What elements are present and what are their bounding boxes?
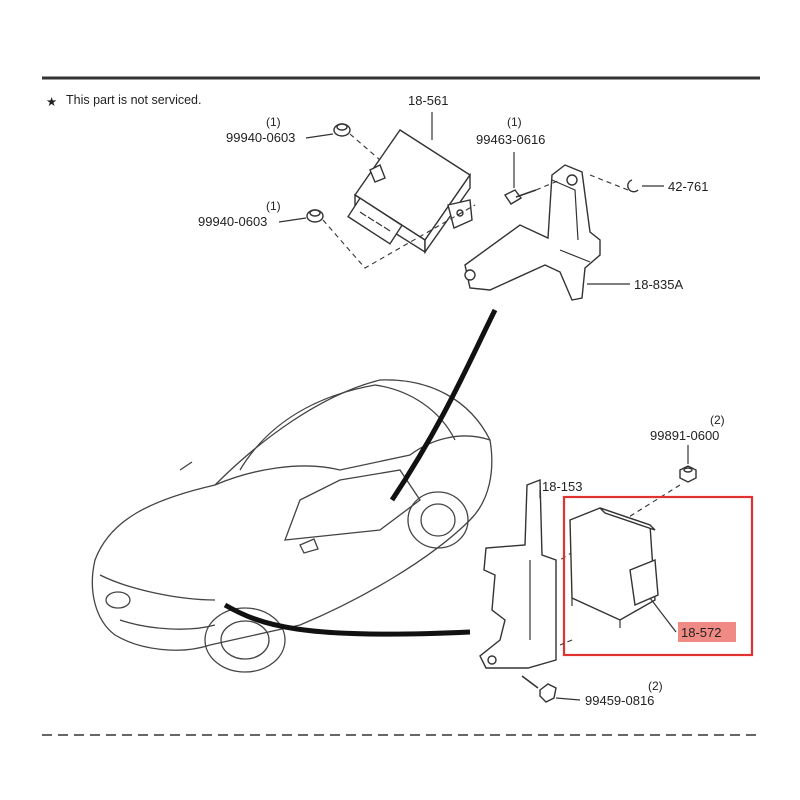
qty-nut-lower: (1) [266, 199, 281, 213]
bracket-18-835A-drawing [464, 164, 601, 301]
bolt-bottom-drawing [521, 675, 557, 703]
not-serviced-note: This part is not serviced. [66, 93, 201, 107]
label-99463-0616: 99463-0616 [476, 132, 545, 147]
label-99459-0816: 99459-0816 [585, 693, 654, 708]
module-18-572-drawing [569, 507, 659, 628]
label-99891-0600: 99891-0600 [650, 428, 719, 443]
clip-42-761-drawing [627, 179, 639, 193]
nut-upper-drawing [333, 123, 351, 137]
module-18-561-drawing [347, 129, 473, 255]
car-drawing [91, 379, 493, 673]
label-18-835A: 18-835A [634, 277, 683, 292]
highlight-label-bg [678, 622, 736, 642]
bolt-top-drawing [503, 189, 537, 205]
qty-nut-right: (2) [710, 413, 725, 427]
label-18-561: 18-561 [408, 93, 448, 108]
label-42-761: 42-761 [668, 179, 708, 194]
label-99940-0603-lower: 99940-0603 [198, 214, 267, 229]
star-icon: ★ [46, 95, 57, 109]
label-99940-0603-upper: 99940-0603 [226, 130, 295, 145]
qty-bolt-bottom: (2) [648, 679, 663, 693]
label-18-153: 18-153 [542, 479, 582, 494]
nut-right-drawing [679, 465, 697, 483]
leader-bottom [223, 602, 471, 637]
leader-top [389, 308, 498, 502]
qty-bolt-top: (1) [507, 115, 522, 129]
nut-lower-drawing [306, 209, 324, 223]
label-18-572: 18-572 [681, 625, 721, 640]
highlight-box-18-572 [562, 495, 754, 657]
qty-nut-upper: (1) [266, 115, 281, 129]
bracket-18-153-drawing [479, 478, 557, 669]
